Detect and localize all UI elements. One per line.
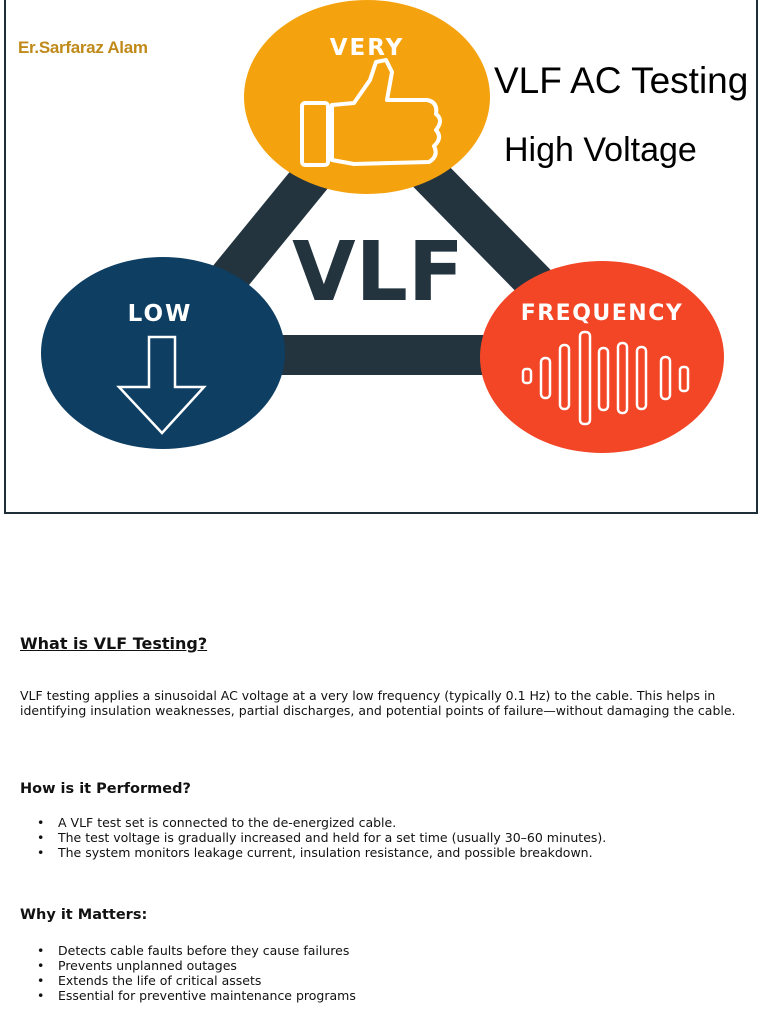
matters-list: Detects cable faults before they cause f… bbox=[20, 943, 356, 1003]
vlf-triangle-diagram: VLF VERY LOW FREQUENCY bbox=[41, 0, 724, 453]
very-label: VERY bbox=[330, 35, 405, 61]
list-item: The system monitors leakage current, ins… bbox=[20, 845, 606, 860]
list-item: A VLF test set is connected to the de-en… bbox=[20, 815, 606, 830]
very-circle bbox=[244, 0, 490, 194]
banner-title: VLF AC Testing bbox=[494, 60, 749, 101]
sound-wave-icon bbox=[521, 330, 690, 426]
vlf-banner-image: VLF VERY LOW FREQUENCY Er.Sarfaraz bbox=[4, 0, 758, 514]
list-item: Essential for preventive maintenance pro… bbox=[20, 988, 356, 1003]
low-label: LOW bbox=[128, 301, 193, 327]
section-heading-how-performed: How is it Performed? bbox=[20, 781, 191, 797]
author-credit: Er.Sarfaraz Alam bbox=[18, 38, 148, 57]
low-circle bbox=[41, 257, 285, 449]
section-heading-what-is: What is VLF Testing? bbox=[20, 634, 208, 653]
thumbs-up-icon bbox=[300, 58, 442, 167]
performed-list: A VLF test set is connected to the de-en… bbox=[20, 815, 606, 860]
intro-paragraph: VLF testing applies a sinusoidal AC volt… bbox=[20, 688, 736, 718]
list-item: Detects cable faults before they cause f… bbox=[20, 943, 356, 958]
section-heading-why-matters: Why it Matters: bbox=[20, 907, 148, 923]
frequency-circle bbox=[480, 261, 724, 453]
list-item: Prevents unplanned outages bbox=[20, 958, 356, 973]
list-item: Extends the life of critical assets bbox=[20, 973, 356, 988]
document-body: What is VLF Testing? VLF testing applies… bbox=[20, 634, 745, 1004]
frequency-label: FREQUENCY bbox=[521, 301, 684, 326]
banner-subtitle: High Voltage bbox=[504, 131, 697, 169]
list-item: The test voltage is gradually increased … bbox=[20, 830, 606, 845]
vlf-center-label: VLF bbox=[292, 225, 464, 320]
down-arrow-icon bbox=[116, 335, 207, 435]
